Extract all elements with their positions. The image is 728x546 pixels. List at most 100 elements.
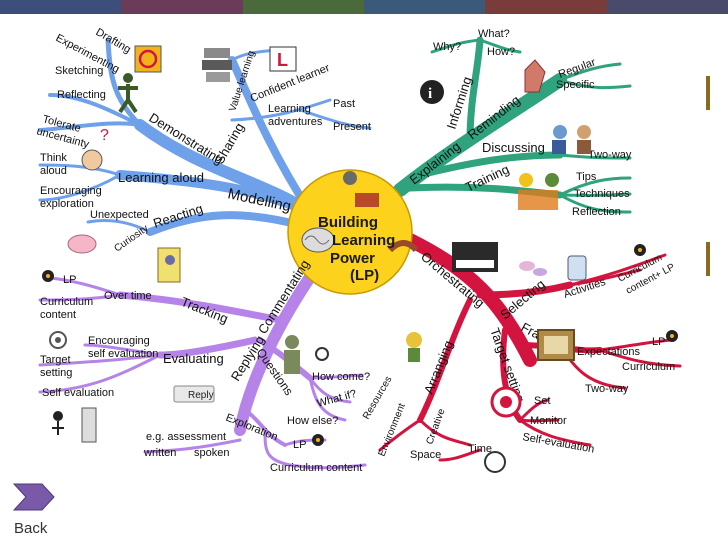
leaf-self-evaluation-right: Self-evaluation <box>521 431 595 455</box>
right-bar-top <box>706 76 710 110</box>
leaf-lp-bottom: LP <box>293 439 306 451</box>
right-bar-bottom <box>706 242 710 276</box>
center-line-1: Building <box>318 214 378 231</box>
leaf-two-way: Two-way <box>588 149 632 161</box>
leaf-sketching: Sketching <box>55 65 103 77</box>
leaf-regular: Regular <box>557 56 598 81</box>
sweets-icon <box>519 261 547 276</box>
leaf-curriculum-left: Curriculum <box>40 296 93 308</box>
leaf-lp-left: LP <box>63 274 76 286</box>
label-sharing: Sharing <box>212 120 247 166</box>
leaf-exploration: exploration <box>40 198 94 210</box>
leaf-drafting: Drafting <box>94 26 133 56</box>
leaf-past: Past <box>333 98 355 110</box>
leaf-unexpected: Unexpected <box>90 209 149 221</box>
modelling-branch-lines <box>38 37 372 236</box>
leaf-encouraging: Encouraging <box>40 185 102 197</box>
label-tracking: Tracking <box>179 294 230 326</box>
flower-vase-icon <box>406 332 422 362</box>
flying-pig-icon <box>67 234 97 254</box>
alarm-clock-icon <box>484 451 506 473</box>
dancers-icon <box>518 173 559 210</box>
info-icon: i <box>420 80 444 104</box>
leaf-time: Time <box>468 443 492 455</box>
leaf-curiosity: Curiosity <box>112 223 150 254</box>
leaf-lp-right: LP <box>652 336 665 348</box>
leaf-think: Think <box>40 152 67 164</box>
reply-button-icon[interactable]: Reply <box>173 385 215 403</box>
leaf-eg-assessment: e.g. assessment <box>146 431 226 443</box>
leaf-curriculum-right: Curriculum <box>622 361 675 373</box>
leaf-over-time: Over time <box>104 290 152 302</box>
easel-icon <box>157 247 181 283</box>
leaf-expectations: Expectations <box>577 346 640 358</box>
l-plate-icon: L <box>269 46 297 72</box>
leaf-techniques: Techniques <box>574 188 630 200</box>
top-decorative-band <box>0 0 728 14</box>
leaf-content-left: content <box>40 309 76 321</box>
leaf-encouraging-self-2: self evaluation <box>88 348 158 360</box>
leaf-encouraging-self-1: Encouraging <box>88 335 150 347</box>
pointing-hand-icon <box>524 59 546 93</box>
label-discussing: Discussing <box>482 140 545 155</box>
center-line-3: Power <box>330 250 375 267</box>
explaining-branch-lines <box>393 36 632 214</box>
small-target-icon <box>49 331 67 349</box>
leaf-what: What? <box>478 28 510 40</box>
brain-icon <box>301 227 335 253</box>
brick-wall-icon <box>355 193 379 207</box>
stack-of-books-icon <box>202 48 232 82</box>
muscle-arm-icon <box>387 240 419 253</box>
person-mirror-icon <box>52 407 97 443</box>
piano-hands-icon <box>452 242 498 272</box>
label-evaluating: Evaluating <box>163 351 224 366</box>
target-icon <box>490 386 522 418</box>
leaf-setting: setting <box>40 367 72 379</box>
leaf-specific: Specific <box>556 79 595 91</box>
thinking-person-icon: ? <box>81 127 109 171</box>
label-selecting: Selecting <box>497 276 548 322</box>
svg-text:?: ? <box>100 127 109 144</box>
leaf-self-evaluation-left: Self evaluation <box>42 387 114 399</box>
detective-icon <box>284 335 329 374</box>
leaf-adventures: adventures <box>268 116 323 128</box>
person-running-icon <box>118 73 138 114</box>
leaf-space: Space <box>410 449 441 461</box>
svg-text:L: L <box>277 50 288 70</box>
leaf-why: Why? <box>433 41 461 53</box>
cd-disc-icon <box>42 244 678 446</box>
jar-icon <box>567 255 587 281</box>
picture-frame-icon <box>537 329 575 361</box>
leaf-set: Set <box>534 395 551 407</box>
leaf-how: How? <box>487 46 515 58</box>
leaf-aloud: aloud <box>40 165 67 177</box>
leaf-learning: Learning <box>268 103 311 115</box>
chevron-right-icon <box>12 483 55 511</box>
leaf-reflection: Reflection <box>572 206 621 218</box>
people-talking-icon <box>552 125 591 154</box>
svg-text:i: i <box>428 86 432 102</box>
builder-icon <box>343 171 357 185</box>
no-sign-icon <box>134 45 162 73</box>
center-line-4: (LP) <box>350 267 379 284</box>
leaf-written: written <box>143 447 176 459</box>
back-label: Back <box>14 520 48 537</box>
reply-button-label: Reply <box>188 390 214 401</box>
center-line-2: Learning <box>332 232 395 249</box>
label-learning-aloud: Learning aloud <box>118 170 204 185</box>
leaf-spoken: spoken <box>194 447 229 459</box>
central-node: Building Learning Power (LP) <box>287 169 419 295</box>
orchestrating-branch-lines <box>378 233 682 462</box>
leaf-two-way-right: Two-way <box>585 383 629 395</box>
leaf-tips: Tips <box>576 171 597 183</box>
label-explaining: Explaining <box>407 139 464 188</box>
leaf-monitor: Monitor <box>530 415 567 427</box>
leaf-reflecting: Reflecting <box>57 89 106 101</box>
leaf-how-come: How come? <box>312 371 370 383</box>
leaf-curriculum-content-bottom: Curriculum content <box>270 462 362 474</box>
label-arranging: Arranging <box>421 338 456 396</box>
back-button[interactable]: Back <box>12 482 56 542</box>
leaf-present: Present <box>333 121 371 133</box>
leaf-target: Target <box>40 354 71 366</box>
